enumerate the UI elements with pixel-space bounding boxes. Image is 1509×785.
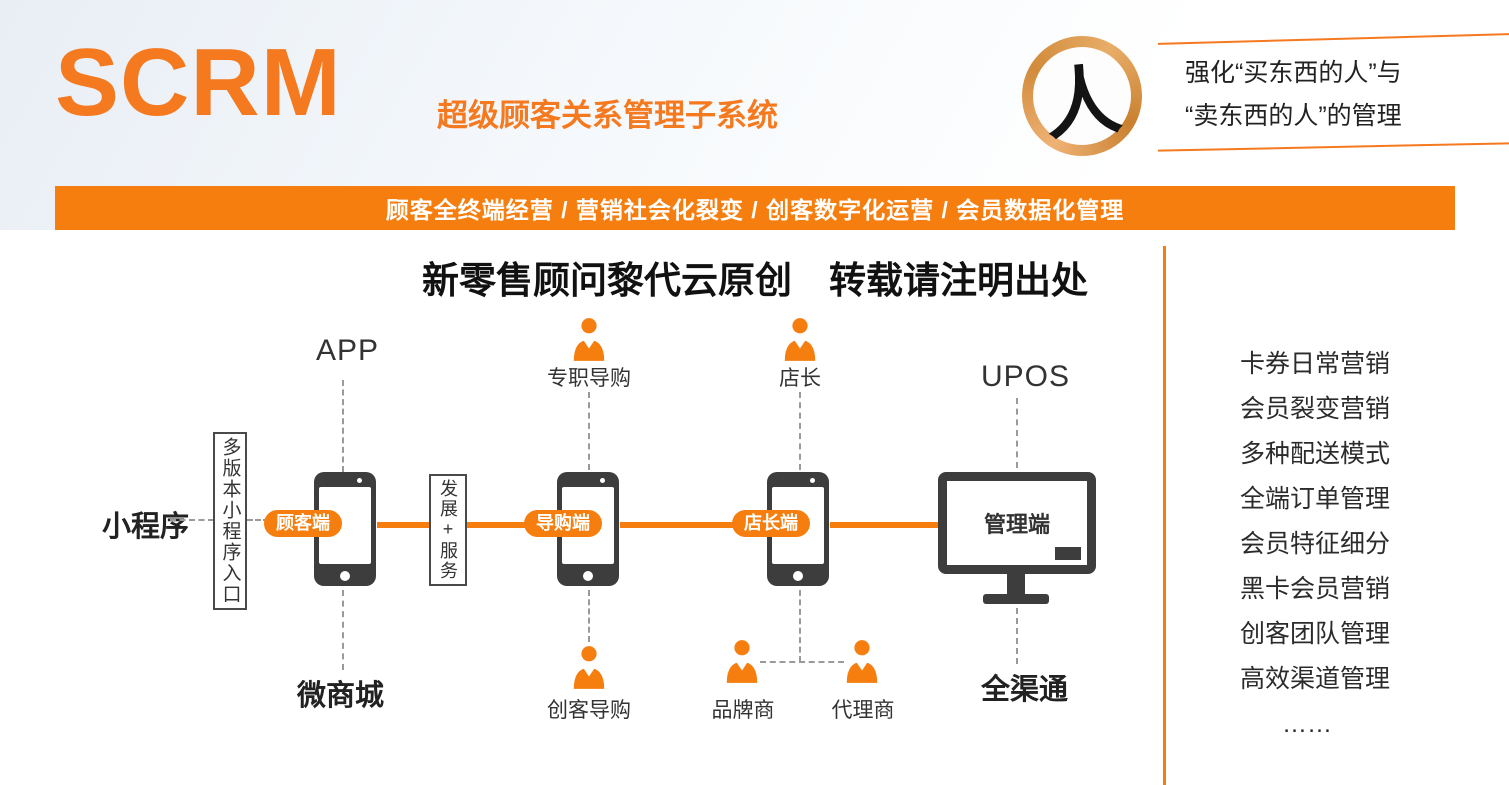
entry-box-text: 多版本小程序入口: [219, 437, 241, 605]
connector-devbox-phone2: [467, 522, 527, 528]
feature-item-delivery: 多种配送模式: [1240, 440, 1391, 468]
dash-app-to-phone1: [342, 380, 344, 472]
feature-item-orders: 全端订单管理: [1240, 485, 1391, 513]
feature-item-coupon: 卡券日常营销: [1240, 350, 1391, 378]
diagram-title: 新零售顾问黎代云原创 转载请注明出处: [422, 260, 1088, 301]
omni-channel-label: 全渠通: [981, 674, 1069, 706]
connector-phone2-phone3: [620, 522, 736, 528]
dash-mini-to-entry: [170, 519, 214, 521]
customer-pill: 顾客端: [264, 510, 342, 537]
dash-manager-to-phone3: [799, 392, 801, 470]
store-manager-person-icon: [781, 316, 819, 362]
maker-guide-person-icon: [570, 644, 608, 690]
dash-phone3-down: [799, 590, 801, 662]
wechat-mall-label: 微商城: [297, 680, 385, 712]
app-label: APP: [316, 334, 380, 367]
feature-item-maker-team: 创客团队管理: [1240, 620, 1391, 648]
feature-banner: 顾客全终端经营 / 营销社会化裂变 / 创客数字化运营 / 会员数据化管理: [55, 186, 1455, 230]
maker-guide-label: 创客导购: [547, 699, 631, 722]
connector-phone1-devbox: [377, 522, 430, 528]
manager-pill: 店长端: [732, 510, 810, 537]
sidebar-divider: [1163, 246, 1166, 785]
phone-camera-dot: [600, 478, 605, 483]
dash-entry-to-pill: [247, 519, 269, 521]
feature-list: 卡券日常营销 会员裂变营销 多种配送模式 全端订单管理 会员特征细分 黑卡会员营…: [1240, 342, 1390, 747]
phone-home-button: [583, 571, 593, 581]
phone-home-button: [793, 571, 803, 581]
dash-monitor-to-omni: [1016, 608, 1018, 664]
monitor-notch: [1055, 547, 1081, 560]
feature-item-more: ……: [1282, 710, 1332, 738]
agent-label: 代理商: [831, 699, 895, 722]
phone-camera-dot: [810, 478, 815, 483]
guide-pill: 导购端: [524, 510, 602, 537]
dash-upos-to-monitor: [1016, 398, 1018, 468]
develop-service-box: 发展+服务: [429, 474, 467, 586]
pro-guide-label: 专职导购: [547, 367, 631, 390]
dash-phone1-to-mall: [342, 590, 344, 670]
brand-person-icon: [723, 638, 761, 684]
pro-guide-person-icon: [570, 316, 608, 362]
phone-camera-dot: [357, 478, 362, 483]
admin-screen-label: 管理端: [983, 512, 1050, 537]
seal-inner-circle: 人: [1033, 47, 1131, 151]
person-seal-logo: 人: [1022, 36, 1142, 156]
store-manager-label: 店长: [779, 367, 821, 390]
feature-item-channel: 高效渠道管理: [1240, 665, 1391, 693]
content-background: [0, 230, 1509, 785]
header-rule-top: [1158, 33, 1509, 45]
brand-label: 品牌商: [711, 699, 775, 722]
tagline-line-2: “卖东西的人”的管理: [1185, 102, 1402, 130]
admin-monitor-icon: 管理端: [938, 472, 1096, 574]
upos-label: UPOS: [981, 360, 1071, 393]
feature-item-member-segment: 会员特征细分: [1240, 530, 1391, 558]
develop-service-text: 发展+服务: [438, 479, 458, 581]
monitor-stand-neck: [1007, 574, 1025, 596]
subsystem-subtitle: 超级顾客关系管理子系统: [437, 98, 778, 133]
feature-item-blackcard: 黑卡会员营销: [1240, 575, 1391, 603]
connector-phone3-monitor: [830, 522, 942, 528]
dash-brand-agent-branch: [760, 661, 844, 663]
tagline-line-1: 强化“买东西的人”与: [1185, 59, 1402, 87]
dash-phone2-to-maker: [588, 590, 590, 642]
agent-person-icon: [843, 638, 881, 684]
monitor-stand-base: [983, 594, 1049, 604]
entry-box: 多版本小程序入口: [213, 432, 247, 610]
header-tagline: 强化“买东西的人”与 “卖东西的人”的管理: [1185, 52, 1402, 138]
dash-proguide-to-phone2: [588, 392, 590, 470]
ren-character: 人: [1040, 54, 1126, 151]
phone-home-button: [340, 571, 350, 581]
header-rule-bottom: [1158, 142, 1509, 152]
scrm-logo-text: SCRM: [55, 29, 342, 136]
feature-item-member-fission: 会员裂变营销: [1240, 395, 1391, 423]
mini-program-label: 小程序: [102, 511, 190, 543]
